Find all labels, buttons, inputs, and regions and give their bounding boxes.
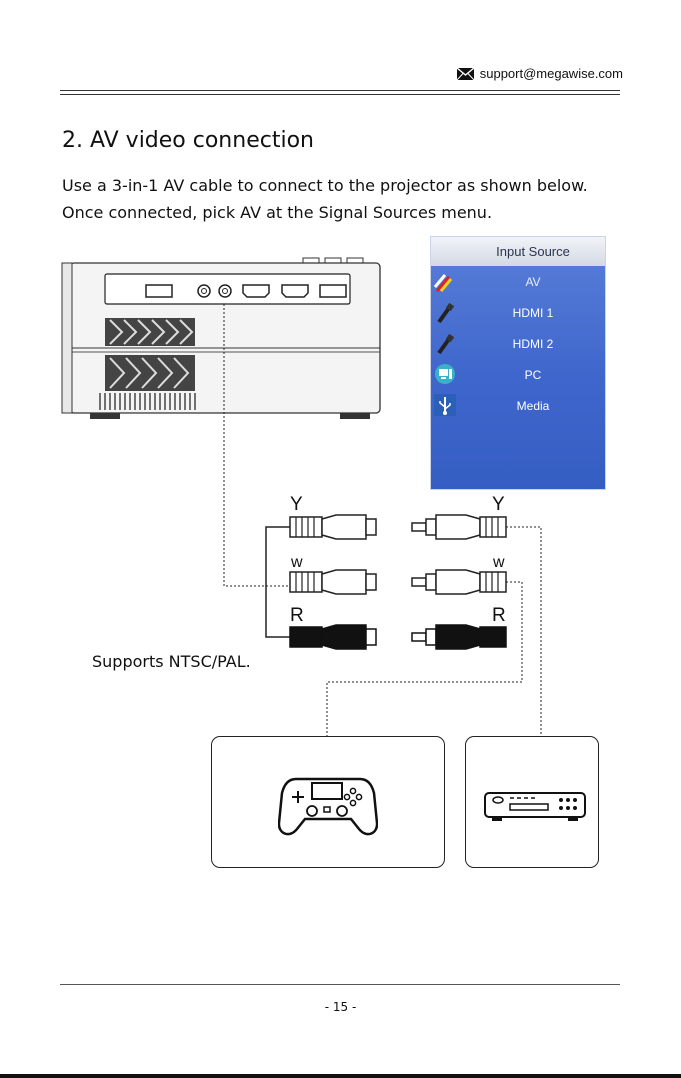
left-plug-yellow	[290, 515, 376, 539]
left-plug-red	[290, 625, 376, 649]
bottom-edge-bar	[0, 1074, 681, 1078]
right-label-w: w	[493, 554, 505, 572]
dvd-player-box	[465, 736, 599, 868]
right-plug-yellow	[412, 515, 506, 539]
dvd-player-icon	[484, 789, 586, 823]
right-label-y: Y	[492, 494, 505, 516]
gamepad-icon	[278, 775, 378, 839]
left-plug-white	[290, 570, 376, 594]
left-label-y: Y	[290, 494, 303, 516]
right-plug-white	[412, 570, 506, 594]
page-number: - 15 -	[0, 1000, 681, 1014]
game-console-box	[211, 736, 445, 868]
left-label-r: R	[290, 605, 304, 627]
supports-note: Supports NTSC/PAL.	[92, 652, 251, 671]
left-label-w: w	[291, 554, 303, 572]
footer-rule	[60, 984, 620, 985]
right-plug-red	[412, 625, 506, 649]
right-label-r: R	[492, 605, 506, 627]
